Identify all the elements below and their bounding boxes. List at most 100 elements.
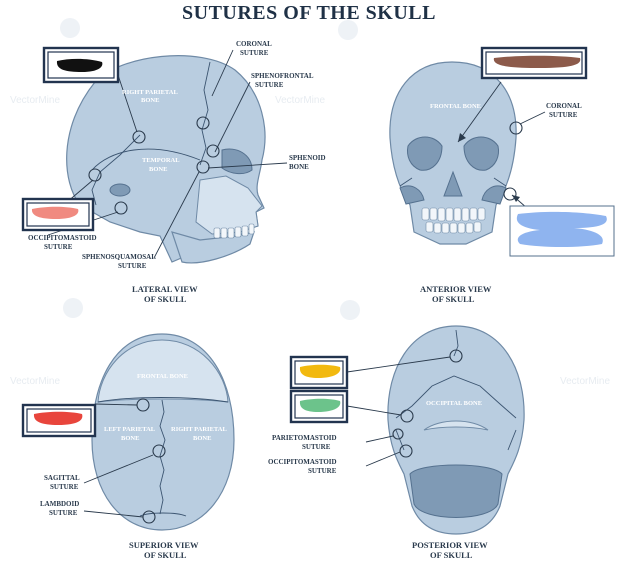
- lateral-squamosal-suture-line: [91, 148, 201, 171]
- answer-box-lateral-top[interactable]: [42, 46, 120, 84]
- leader-line: [214, 81, 251, 153]
- answer-box-posterior-top[interactable]: [289, 355, 349, 390]
- label-sagittal-suture: SUTURE: [50, 483, 79, 491]
- label-left-parietal-bone: LEFT PARIETAL: [104, 426, 156, 433]
- label-lambdoid-suture: LAMBDOID: [40, 500, 79, 508]
- label-sphenofrontal-suture: SPHENOFRONTAL: [251, 72, 314, 80]
- leader-line: [346, 356, 451, 373]
- watermark-text: VectorMine: [10, 376, 60, 387]
- watermark-text: VectorMine: [560, 376, 610, 387]
- answer-box-superior-left[interactable]: [21, 403, 97, 438]
- answer-box-anterior-top[interactable]: [480, 46, 588, 80]
- lateral-suture-marker: [132, 130, 146, 144]
- posterior-suture-marker: [449, 349, 463, 363]
- label-occipitomastoid-suture: SUTURE: [44, 243, 73, 251]
- label-temporal-bone: BONE: [149, 166, 167, 173]
- redaction-mark: [33, 411, 83, 425]
- label-right-parietal-bone: RIGHT PARIETAL: [122, 89, 178, 96]
- answer-box-lateral-left[interactable]: [21, 197, 95, 232]
- redaction-mark: [31, 206, 79, 219]
- leader-line: [365, 435, 394, 443]
- lateral-suture-marker: [196, 160, 210, 174]
- redaction-mark: [493, 55, 581, 68]
- superior-view-title: SUPERIOR VIEW: [129, 540, 199, 550]
- posterior-lambdoid-line: [395, 375, 517, 419]
- anterior-view-title: OF SKULL: [432, 294, 475, 304]
- leader-line: [153, 171, 200, 259]
- superior-sagittal-line: [159, 399, 166, 515]
- label-coronal-suture: CORONAL: [546, 102, 582, 110]
- posterior-sagittal-line: [453, 329, 459, 357]
- label-sphenoid-bone: BONE: [289, 163, 309, 171]
- label-frontal-bone: FRONTAL BONE: [430, 103, 481, 110]
- label-left-parietal-bone: BONE: [121, 435, 139, 442]
- posterior-occipital-ridge: [423, 420, 489, 431]
- redaction-mark: [56, 58, 103, 72]
- label-sphenoid-bone: SPHENOID: [289, 154, 326, 162]
- lateral-ear-canal: [109, 183, 131, 197]
- label-sagittal-suture: SAGITTAL: [44, 474, 80, 482]
- page-title: SUTURES OF THE SKULL: [182, 2, 436, 24]
- label-sphenosquamosal-suture: SPHENOSQUAMOSAL: [82, 253, 156, 261]
- anterior-orbit-left: [407, 136, 443, 171]
- label-parietomastoid-suture: PARIETOMASTOID: [272, 434, 337, 442]
- leader-line: [207, 162, 288, 169]
- answer-box-posterior-bottom[interactable]: [289, 389, 349, 424]
- watermark-text: VectorMine: [10, 95, 60, 106]
- leader-line: [519, 111, 546, 125]
- lateral-suture-marker: [88, 168, 102, 182]
- redaction-mark: [299, 364, 341, 378]
- anterior-lower-teeth: [425, 221, 482, 234]
- leader-line: [83, 510, 144, 518]
- leader-line: [211, 49, 234, 97]
- label-right-parietal-bone: BONE: [141, 97, 159, 104]
- lateral-coronal-suture-line: [199, 61, 211, 166]
- anterior-view-title: ANTERIOR VIEW: [420, 284, 492, 294]
- label-occipital-bone: OCCIPITAL BONE: [426, 400, 482, 407]
- lateral-suture-marker: [196, 116, 210, 130]
- anterior-cheek-left: [399, 185, 425, 205]
- posterior-view: OCCIPITAL BONE PARIETOMASTOID SUTURE OCC…: [268, 325, 525, 560]
- lateral-suture-marker: [206, 144, 220, 158]
- superior-coronal-line: [97, 397, 229, 403]
- answer-box-anterior-right[interactable]: [509, 205, 615, 257]
- label-temporal-bone: TEMPORAL: [142, 157, 180, 164]
- watermark-logo: [60, 18, 80, 38]
- label-sphenosquamosal-suture: SUTURE: [118, 262, 147, 270]
- superior-view: FRONTAL BONE LEFT PARIETAL BONE RIGHT PA…: [40, 333, 235, 560]
- posterior-suture-marker: [399, 444, 413, 458]
- watermark-text: VectorMine: [275, 95, 325, 106]
- lateral-teeth: [213, 223, 255, 239]
- anterior-suture-marker: [509, 121, 523, 135]
- label-sphenofrontal-suture: SUTURE: [255, 81, 284, 89]
- label-lambdoid-suture: SUTURE: [49, 509, 78, 517]
- label-occipitomastoid-suture: SUTURE: [308, 467, 337, 475]
- superior-suture-marker: [152, 444, 166, 458]
- anterior-cheek-right: [481, 185, 507, 205]
- watermarks: VectorMine VectorMine VectorMine VectorM…: [10, 18, 610, 387]
- label-right-parietal-bone: BONE: [193, 435, 211, 442]
- label-coronal-suture: CORONAL: [236, 40, 272, 48]
- watermark-logo: [63, 298, 83, 318]
- label-coronal-suture: SUTURE: [240, 49, 269, 57]
- label-parietomastoid-suture: SUTURE: [302, 443, 331, 451]
- anterior-nasal-cavity: [443, 170, 463, 197]
- lateral-view: CORONAL SUTURE SPHENOFRONTAL SUTURE RIGH…: [28, 40, 326, 304]
- anterior-frontozygomatic-line: [399, 177, 507, 187]
- posterior-suture-marker: [400, 409, 414, 423]
- superior-view-title: OF SKULL: [144, 550, 187, 560]
- posterior-suture-marker: [392, 428, 404, 440]
- label-occipitomastoid-suture: OCCIPITOMASTOID: [268, 458, 337, 466]
- lateral-face: [195, 175, 263, 235]
- lateral-orbit: [221, 148, 253, 175]
- posterior-view-title: OF SKULL: [430, 550, 473, 560]
- anterior-arrow: [457, 81, 502, 143]
- leader-line: [346, 405, 402, 416]
- redaction-mark: [299, 398, 341, 412]
- leader-line: [116, 71, 138, 133]
- label-frontal-bone: FRONTAL BONE: [137, 373, 188, 380]
- watermark-logo: [338, 20, 358, 40]
- superior-frontal-region: [97, 339, 229, 403]
- anterior-orbit-right: [463, 136, 499, 171]
